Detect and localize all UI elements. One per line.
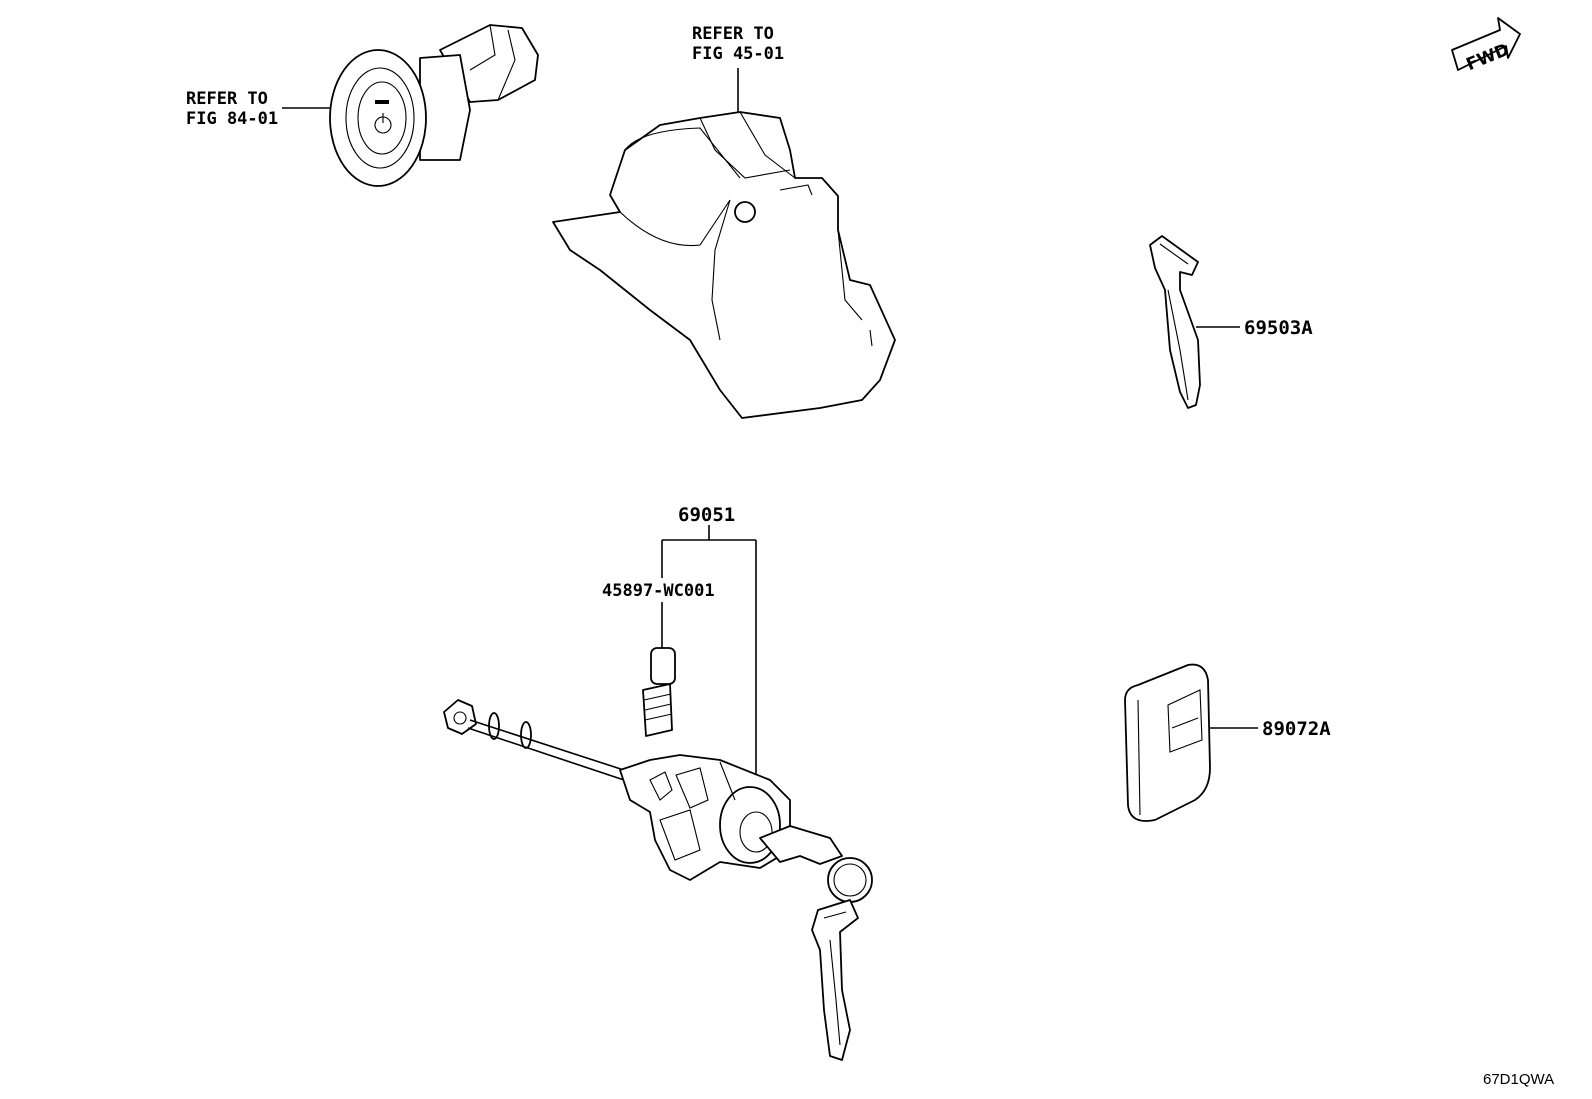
part-number-69051: 69051 [678, 504, 735, 526]
steering-column-cover [552, 111, 896, 419]
push-start-switch [329, 24, 539, 187]
part-number-45897-wc001: 45897-WC001 [602, 581, 715, 601]
mechanical-key [1149, 235, 1201, 409]
smart-key-fob [1124, 663, 1211, 822]
callout-bracket-69051 [661, 525, 757, 780]
illustration-code: 67D1QWA [1483, 1071, 1554, 1088]
lock-plug [642, 647, 676, 737]
refer-fig-84-line1: REFER TO [186, 89, 268, 109]
fwd-arrow-icon: FWD [1451, 17, 1521, 75]
refer-fig-45-line1: REFER TO [692, 24, 774, 44]
refer-fig-45-line2: FIG 45-01 [692, 44, 784, 64]
door-lock-cylinder [443, 699, 791, 881]
refer-fig-84-line2: FIG 84-01 [186, 109, 278, 129]
key-set [759, 825, 873, 1061]
part-number-89072a: 89072A [1262, 718, 1331, 740]
part-number-69503a: 69503A [1244, 317, 1313, 339]
